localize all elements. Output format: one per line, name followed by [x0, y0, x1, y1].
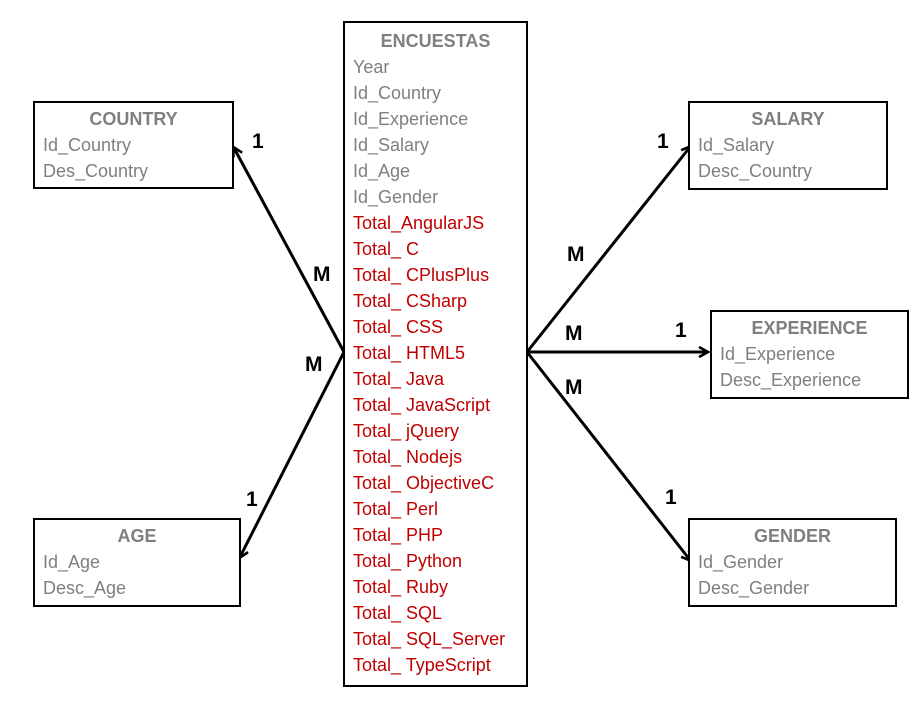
fact-measure-field: Total_ PHP: [353, 525, 444, 545]
dimension-field: Desc_Experience: [720, 370, 862, 390]
fact-key-field: Id_Experience: [353, 109, 469, 129]
cardinality-age-many: M: [305, 353, 323, 376]
fact-table-title: ENCUESTAS: [380, 31, 491, 51]
fact-measure-field: Total_ SQL: [353, 603, 443, 623]
fact-measure-field: Total_ JavaScript: [353, 395, 491, 415]
fact-measure-field: Total_ CSharp: [353, 291, 468, 311]
fact-key-field: Id_Country: [353, 83, 442, 103]
fact-measure-field: Total_AngularJS: [353, 213, 485, 233]
dimension-table-country: COUNTRY Id_Country Des_Country: [33, 101, 234, 189]
fact-key-field: Year: [353, 57, 390, 77]
dimension-field: Des_Country: [43, 161, 149, 181]
dimension-table-experience: EXPERIENCE Id_Experience Desc_Experience: [710, 310, 909, 399]
cardinality-country-one: 1: [252, 130, 264, 153]
cardinality-gender-many: M: [565, 376, 583, 399]
cardinality-salary-many: M: [567, 243, 585, 266]
dimension-field: Desc_Country: [698, 161, 813, 181]
cardinality-experience-one: 1: [675, 319, 687, 342]
cardinality-gender-one: 1: [665, 486, 677, 509]
cardinality-salary-one: 1: [657, 130, 669, 153]
dimension-field: Desc_Age: [43, 578, 127, 598]
cardinality-experience-many: M: [565, 322, 583, 345]
fact-measure-field: Total_ CPlusPlus: [353, 265, 490, 285]
fact-measure-field: Total_ C: [353, 239, 420, 259]
dimension-title-age: AGE: [117, 526, 157, 546]
dimension-field: Id_Gender: [698, 552, 784, 572]
fact-measure-field: Total_ Ruby: [353, 577, 449, 597]
relationship-line-country: [234, 148, 346, 353]
dimension-table-gender: GENDER Id_Gender Desc_Gender: [688, 518, 897, 607]
dimension-table-age: AGE Id_Age Desc_Age: [33, 518, 241, 607]
relationship-line-age: [240, 351, 346, 557]
cardinality-country-many: M: [313, 263, 331, 286]
dimension-field: Desc_Gender: [698, 578, 810, 598]
fact-key-field: Id_Gender: [353, 187, 439, 207]
relationship-line-gender: [525, 351, 690, 560]
dimension-title-experience: EXPERIENCE: [751, 318, 868, 338]
dimension-title-salary: SALARY: [751, 109, 825, 129]
fact-measure-field: Total_ Python: [353, 551, 463, 571]
cardinality-age-one: 1: [246, 488, 258, 511]
fact-measure-field: Total_ HTML5: [353, 343, 466, 363]
dimension-table-salary: SALARY Id_Salary Desc_Country: [688, 101, 888, 190]
dimension-field: Id_Salary: [698, 135, 775, 155]
dimension-title-country: COUNTRY: [89, 109, 178, 129]
fact-measure-field: Total_ jQuery: [353, 421, 460, 441]
fact-measure-field: Total_ SQL_Server: [353, 629, 506, 649]
dimension-title-gender: GENDER: [753, 526, 831, 546]
dimension-field: Id_Experience: [720, 344, 836, 364]
relationship-line-salary: [525, 147, 690, 353]
fact-measure-field: Total_ TypeScript: [353, 655, 491, 675]
dimension-field: Id_Age: [43, 552, 101, 572]
fact-measure-field: Total_ Perl: [353, 499, 439, 519]
fact-measure-field: Total_ CSS: [353, 317, 444, 337]
fact-key-field: Id_Salary: [353, 135, 430, 155]
fact-measure-field: Total_ ObjectiveC: [353, 473, 495, 493]
fact-measure-field: Total_ Nodejs: [353, 447, 463, 467]
fact-key-field: Id_Age: [353, 161, 411, 181]
dimension-field: Id_Country: [43, 135, 132, 155]
fact-measure-field: Total_ Java: [353, 369, 445, 389]
